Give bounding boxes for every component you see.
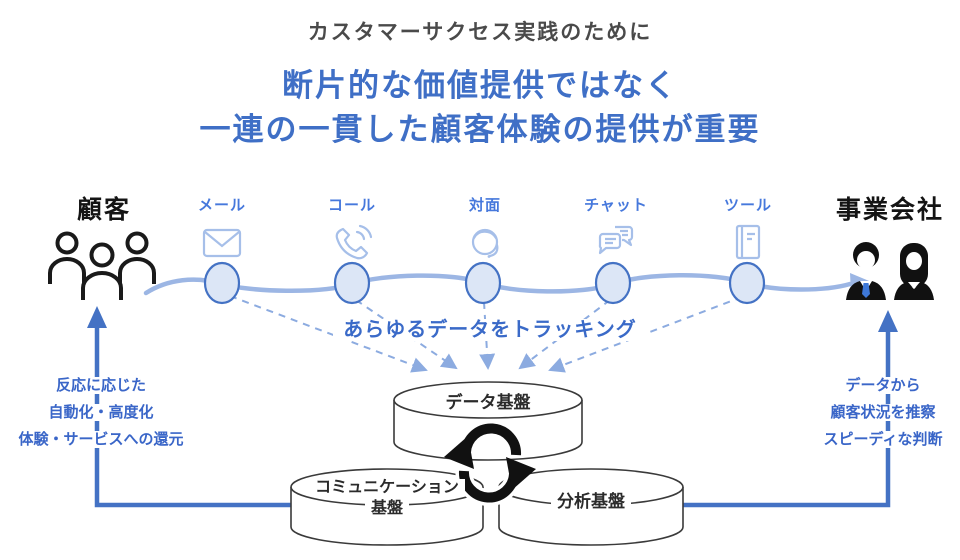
face-icon [463, 220, 507, 264]
channel-label-face: 対面 [468, 197, 501, 214]
touchpoint-nodes [203, 261, 766, 305]
company-label: 事業会社 [835, 196, 944, 224]
mail-icon [200, 220, 244, 264]
channel-label-mail: メール [197, 197, 246, 214]
page-title-line2: 一連の一貫した顧客体験の提供が重要 [199, 112, 761, 147]
business-people-icon [838, 234, 942, 318]
page-title-line1: 断片的な価値提供ではなく [282, 68, 678, 103]
left-feedback-note: 反応に応じた 自動化・高度化 体験・サービスへの還元 [8, 372, 194, 453]
touchpoint-node [728, 261, 766, 305]
channel-label-chat: チャット [584, 197, 648, 214]
touchpoint-node [464, 261, 502, 305]
analysis-platform-cylinder [498, 468, 684, 546]
data-platform-label: データ基盤 [398, 392, 578, 413]
touchpoint-node [203, 261, 241, 305]
communication-platform-label: コミュニケーション 基盤 [297, 477, 477, 519]
chat-icon [594, 220, 638, 264]
tool-icon [726, 220, 770, 264]
right-feedback-note: データから 顧客状況を推察 スピーディな判断 [794, 372, 960, 453]
analysis-platform-label: 分析基盤 [516, 491, 666, 512]
channel-label-call: コール [327, 197, 376, 214]
sync-arrows-icon [444, 419, 536, 507]
touchpoint-node [594, 261, 632, 305]
customer-label: 顧客 [76, 196, 131, 224]
page-subtitle: カスタマーサクセス実践のために [307, 21, 653, 44]
phone-icon [330, 220, 374, 264]
customer-group-icon [46, 222, 158, 314]
tracking-caption: あらゆるデータをトラッキング [240, 313, 740, 342]
touchpoint-node [333, 261, 371, 305]
channel-label-tool: ツール [723, 197, 772, 214]
